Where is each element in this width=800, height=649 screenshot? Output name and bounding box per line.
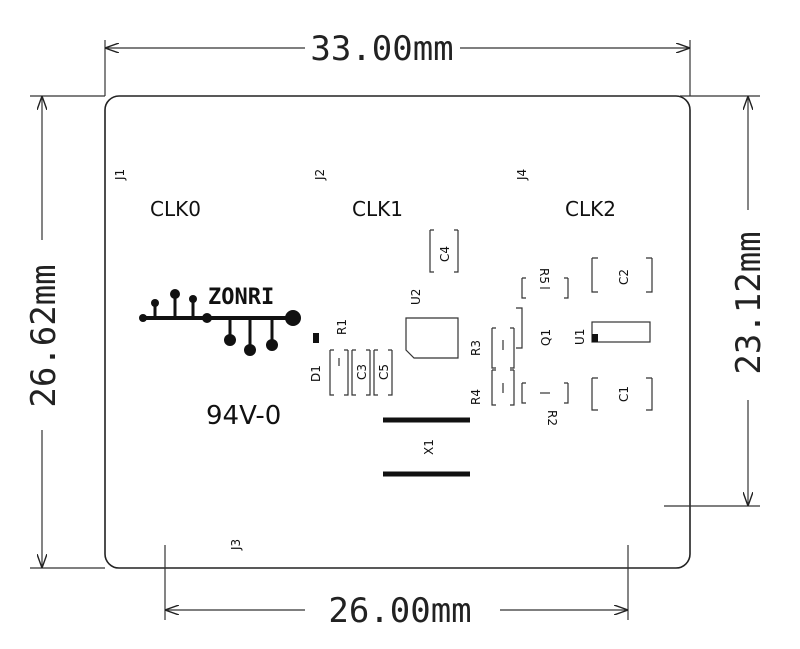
svg-text:C5: C5 [377,364,391,380]
component-c1: C1 [591,377,653,411]
svg-text:R4: R4 [469,389,483,405]
left-dimension: 26.62mm [24,95,105,569]
left-dimension-label: 26.62mm [24,264,64,407]
clk0-label: CLK0 [150,197,201,221]
component-q1: Q1 [516,307,553,349]
component-r1: R1 [329,319,349,396]
top-dimension-label: 33.00mm [310,29,453,69]
svg-text:C2: C2 [617,269,631,285]
connector-j3: J3 [229,539,243,551]
right-dimension: 23.12mm [664,95,769,507]
connector-j2: J2 [313,169,327,181]
svg-text:U2: U2 [409,289,423,305]
component-x1: X1 [383,417,470,477]
component-d1: D1 [309,333,323,382]
component-u2: U2 [405,289,459,359]
top-dimension: 33.00mm [104,29,691,96]
right-dimension-label: 23.12mm [729,231,769,374]
svg-text:R2: R2 [545,410,559,426]
component-c2: C2 [591,257,653,293]
clk2-label: CLK2 [565,197,616,221]
logo-text: ZONRI [208,285,274,310]
svg-text:R5: R5 [537,268,551,284]
component-r3: R3 [469,327,515,369]
component-c5: C5 [373,349,393,396]
svg-text:Q1: Q1 [539,329,553,346]
bottom-dimension: 26.00mm [164,545,629,631]
board-outline [104,95,691,569]
svg-text:R3: R3 [469,340,483,356]
bottom-dimension-label: 26.00mm [328,591,471,631]
connector-j4: J4 [515,169,529,181]
flammability-mark: 94V-0 [206,401,281,431]
svg-text:R1: R1 [335,319,349,335]
component-r4: R4 [469,369,515,406]
component-u1: U1 [573,321,651,345]
component-c4: C4 [429,229,459,273]
svg-text:D1: D1 [309,365,323,382]
svg-text:C4: C4 [438,246,452,262]
zonri-logo: ZONRI [139,285,301,356]
svg-text:U1: U1 [573,329,587,345]
component-c3: C3 [351,349,371,396]
component-r2: R2 [521,382,569,426]
component-r5: R5 [521,268,569,299]
svg-text:C3: C3 [355,364,369,380]
clk1-label: CLK1 [352,197,403,221]
svg-text:C1: C1 [617,386,631,402]
connector-j1: J1 [113,169,127,181]
svg-text:X1: X1 [422,439,436,455]
